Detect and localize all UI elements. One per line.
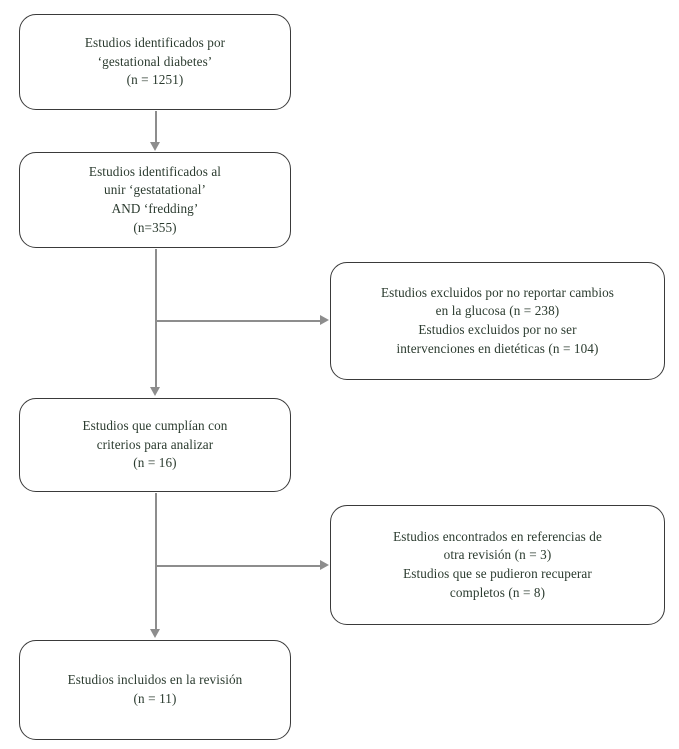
connector-branch-to-referencias — [155, 565, 321, 567]
node-estudios-excluidos: Estudios excluidos por no reportar cambi… — [330, 262, 665, 380]
node-estudios-identificados: Estudios identificados por ‘gestational … — [19, 14, 291, 110]
arrowhead-down-icon — [150, 629, 160, 638]
connector-criteria-to-included — [155, 493, 157, 630]
arrowhead-right-icon — [320, 315, 329, 325]
arrowhead-right-icon — [320, 560, 329, 570]
connector-combined-to-criteria — [155, 249, 157, 388]
connector-identified-to-combined — [155, 111, 157, 143]
arrowhead-down-icon — [150, 387, 160, 396]
node-label: Estudios que cumplían con criterios para… — [82, 417, 228, 471]
node-estudios-incluidos: Estudios incluidos en la revisión (n = 1… — [19, 640, 291, 740]
arrowhead-down-icon — [150, 142, 160, 151]
node-label: Estudios encontrados en referencias de o… — [393, 528, 602, 600]
node-label: Estudios identificados al unir ‘gestatat… — [88, 163, 222, 235]
node-estudios-referencias: Estudios encontrados en referencias de o… — [330, 505, 665, 625]
node-estudios-identificados-combinados: Estudios identificados al unir ‘gestatat… — [19, 152, 291, 248]
node-label: Estudios identificados por ‘gestational … — [84, 34, 226, 88]
connector-branch-to-excluded — [155, 320, 321, 322]
node-label: Estudios incluidos en la revisión (n = 1… — [67, 672, 243, 706]
node-label: Estudios excluidos por no reportar cambi… — [380, 284, 615, 356]
node-estudios-criterios: Estudios que cumplían con criterios para… — [19, 398, 291, 492]
